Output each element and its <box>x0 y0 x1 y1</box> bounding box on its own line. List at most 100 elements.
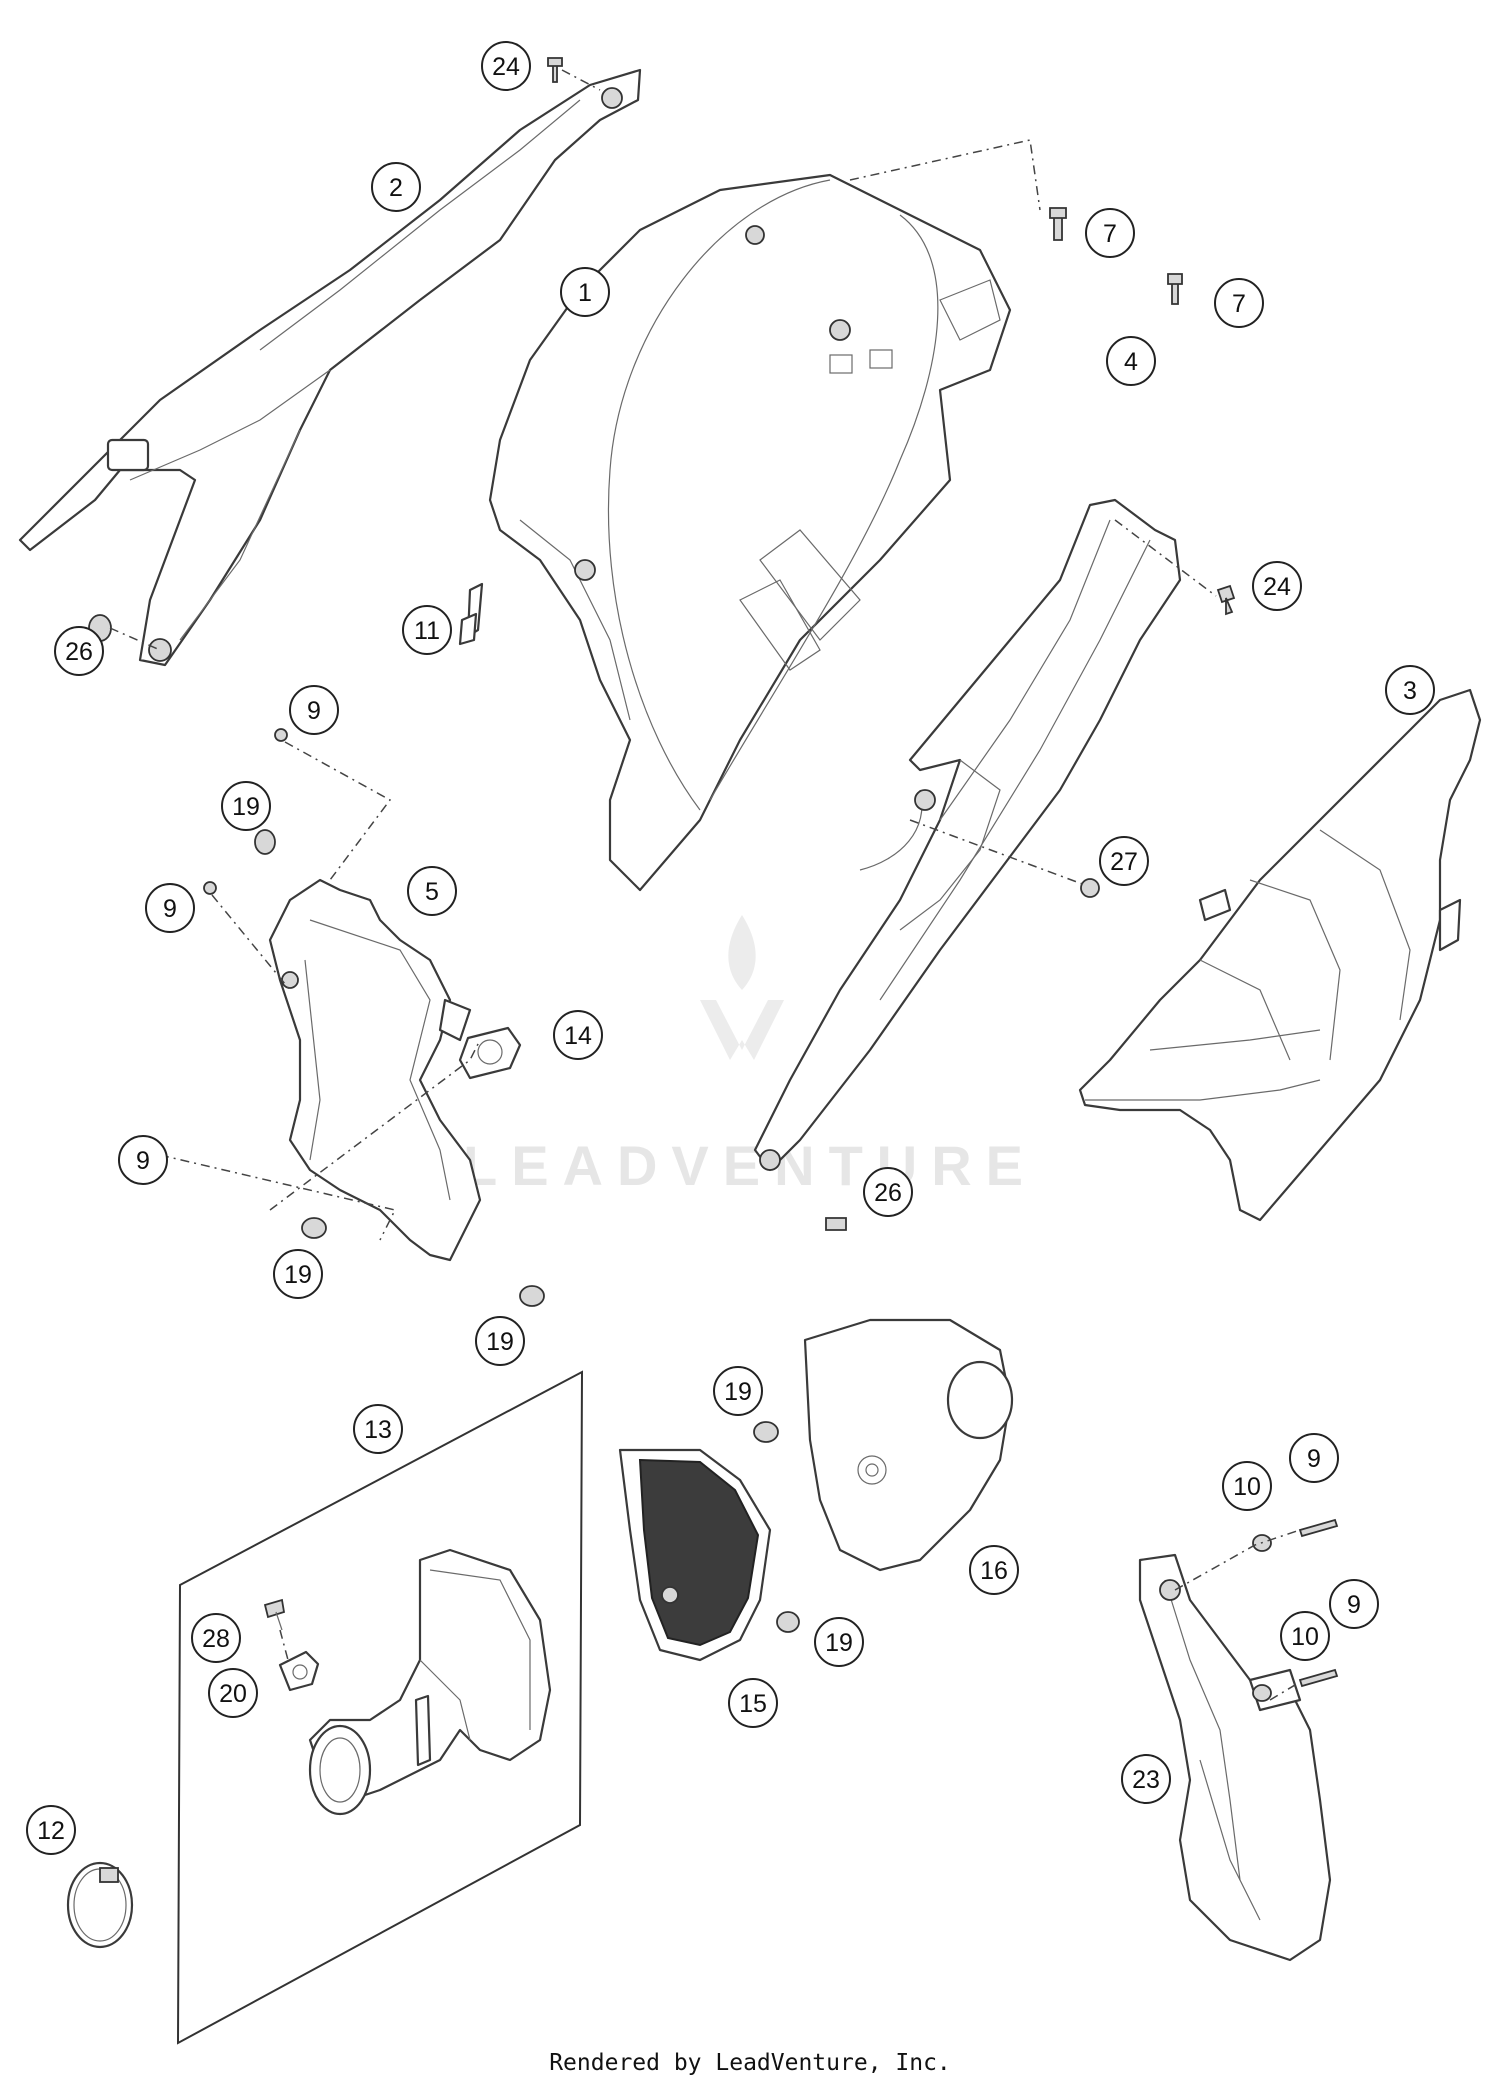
callout-circle <box>1252 561 1302 611</box>
callout-circle <box>289 685 339 735</box>
callout-27: 27 <box>1099 836 1149 886</box>
callout-circle <box>353 1404 403 1454</box>
callout-circle <box>26 1805 76 1855</box>
callout-circle <box>402 605 452 655</box>
callout-12: 12 <box>26 1805 76 1855</box>
callout-label: 19 <box>724 1378 752 1406</box>
callout-7-b: 7 <box>1214 278 1264 328</box>
callout-circle <box>1106 336 1156 386</box>
callout-label: 19 <box>232 793 260 821</box>
callout-circle <box>1099 836 1149 886</box>
callout-19-c: 19 <box>475 1316 525 1366</box>
watermark: LEADVENTURE <box>463 915 1037 1197</box>
callout-label: 26 <box>65 638 93 666</box>
callout-circle <box>1289 1433 1339 1483</box>
callout-24-right: 24 <box>1252 561 1302 611</box>
screw-9-b <box>203 881 217 895</box>
callout-circle <box>481 41 531 91</box>
callout-label: 9 <box>163 895 177 923</box>
part-14-connector <box>458 1026 522 1080</box>
part-4-side-panel <box>753 498 1182 1172</box>
callout-circle <box>371 162 421 212</box>
callouts: 24 2 1 7 7 26 11 4 24 9 3 19 27 9 5 14 9 26 19 19 19 13 16 19 10… <box>26 41 1435 1855</box>
callout-9-d: 9 <box>1289 1433 1339 1483</box>
callout-label: 20 <box>219 1680 247 1708</box>
callout-label: 5 <box>425 878 439 906</box>
callout-circle <box>728 1678 778 1728</box>
callout-10-a: 10 <box>1222 1461 1272 1511</box>
callout-circle <box>1214 278 1264 328</box>
callout-1: 1 <box>560 267 610 317</box>
callout-19-a: 19 <box>221 781 271 831</box>
callout-20: 20 <box>208 1668 258 1718</box>
callout-label: 9 <box>1347 1591 1361 1619</box>
callout-label: 10 <box>1233 1473 1261 1501</box>
callout-circle <box>814 1617 864 1667</box>
callout-label: 28 <box>202 1625 230 1653</box>
callout-5: 5 <box>407 866 457 916</box>
callout-circle <box>1121 1754 1171 1804</box>
callout-label: 3 <box>1403 677 1417 705</box>
callout-19-e: 19 <box>814 1617 864 1667</box>
callout-9-b: 9 <box>145 883 195 933</box>
callout-label: 7 <box>1232 290 1246 318</box>
bolt-24-right <box>1216 584 1236 616</box>
watermark-v-icon <box>700 1000 784 1060</box>
callout-10-b: 10 <box>1280 1611 1330 1661</box>
grommet-19-c <box>519 1285 545 1307</box>
callout-9-c: 9 <box>118 1135 168 1185</box>
grommet-19-a <box>254 829 276 855</box>
callout-9-e: 9 <box>1329 1579 1379 1629</box>
callout-label: 24 <box>1263 573 1291 601</box>
part-13-intake-boot <box>308 1548 552 1816</box>
callout-24-top: 24 <box>481 41 531 91</box>
callout-circle <box>118 1135 168 1185</box>
bolt-24-top <box>547 57 563 83</box>
callout-circle <box>273 1249 323 1299</box>
callout-13: 13 <box>353 1404 403 1454</box>
part-16-filter-cover <box>803 1318 1014 1572</box>
nut-27 <box>1080 878 1100 898</box>
watermark-text: LEADVENTURE <box>463 1134 1037 1197</box>
callout-label: 1 <box>578 279 592 307</box>
callout-19-d: 19 <box>713 1366 763 1416</box>
callout-label: 16 <box>980 1557 1008 1585</box>
callout-label: 10 <box>1291 1623 1319 1651</box>
callout-circle <box>475 1316 525 1366</box>
callout-7-a: 7 <box>1085 208 1135 258</box>
callout-11: 11 <box>402 605 452 655</box>
callout-label: 14 <box>564 1022 592 1050</box>
part-3-side-cover <box>1078 688 1482 1222</box>
callout-label: 9 <box>1307 1445 1321 1473</box>
screw-9-e <box>1298 1668 1339 1688</box>
callout-19-b: 19 <box>273 1249 323 1299</box>
callout-label: 26 <box>874 1179 902 1207</box>
callout-circle <box>1222 1461 1272 1511</box>
callout-circle <box>863 1167 913 1217</box>
part-11-clip <box>458 582 484 646</box>
callout-28: 28 <box>191 1613 241 1663</box>
callout-26-left: 26 <box>54 626 104 676</box>
footer-credit: Rendered by LeadVenture, Inc. <box>549 2050 951 2076</box>
watermark-flame-icon <box>728 915 756 990</box>
callout-circle <box>407 866 457 916</box>
grommet-19-b <box>301 1217 327 1239</box>
part-20-breather-fitting <box>278 1650 320 1692</box>
part-2-side-cover <box>18 68 642 667</box>
callout-label: 2 <box>389 174 403 202</box>
callout-circle <box>969 1545 1019 1595</box>
callout-label: 23 <box>1132 1766 1160 1794</box>
callout-circle <box>553 1010 603 1060</box>
callout-label: 19 <box>486 1328 514 1356</box>
callout-circle <box>145 883 195 933</box>
callout-label: 24 <box>492 53 520 81</box>
screw-9-d <box>1298 1518 1339 1538</box>
callout-label: 9 <box>307 697 321 725</box>
callout-label: 11 <box>414 617 440 645</box>
leader-lines <box>109 69 1301 1701</box>
callout-circle <box>1329 1579 1379 1629</box>
callout-circle <box>1280 1611 1330 1661</box>
part-15-air-filter <box>618 1448 772 1662</box>
callout-4: 4 <box>1106 336 1156 386</box>
part-28-screw <box>263 1598 286 1631</box>
